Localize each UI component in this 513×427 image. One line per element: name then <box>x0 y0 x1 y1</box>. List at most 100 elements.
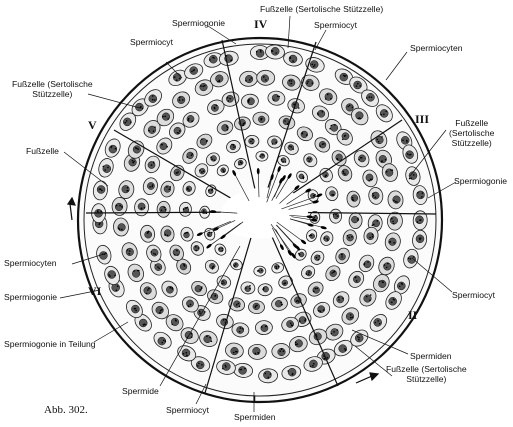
chromatin-dot <box>100 210 102 213</box>
chromatin-dot <box>117 285 119 288</box>
sperm-head <box>295 245 301 251</box>
chromatin-dot <box>160 209 163 211</box>
chromatin-dot <box>347 105 350 108</box>
chromatin-dot <box>326 357 329 359</box>
chromatin-dot <box>355 280 358 282</box>
chromatin-dot <box>316 287 319 290</box>
chromatin-dot <box>110 145 113 148</box>
chromatin-dot <box>101 189 103 192</box>
chromatin-dot <box>226 126 229 129</box>
chromatin-dot <box>315 256 318 259</box>
chromatin-dot <box>391 217 393 220</box>
chromatin-dot <box>254 306 256 309</box>
chromatin-dot <box>152 161 155 163</box>
chromatin-dot <box>406 153 409 155</box>
chromatin-dot <box>225 366 227 368</box>
chromatin-dot <box>250 140 252 143</box>
chromatin-dot <box>369 236 371 239</box>
chromatin-dot <box>344 173 346 175</box>
chromatin-dot <box>290 146 293 148</box>
chromatin-dot <box>316 112 319 114</box>
chromatin-dot <box>175 79 178 81</box>
chromatin-dot <box>354 276 357 278</box>
chromatin-dot <box>263 76 265 78</box>
chromatin-dot <box>264 372 267 375</box>
chromatin-dot <box>291 373 294 376</box>
figure-caption: Abb. 302. <box>44 404 88 416</box>
cell-nucleus <box>245 75 254 84</box>
chromatin-dot <box>278 95 281 98</box>
chromatin-dot <box>280 348 283 351</box>
chromatin-dot <box>233 265 236 267</box>
section-numeral-left-lower: VI <box>88 284 102 298</box>
chromatin-dot <box>115 204 118 207</box>
chromatin-dot <box>115 289 118 292</box>
cell-nucleus <box>378 155 387 164</box>
chromatin-dot <box>377 320 379 322</box>
chromatin-dot <box>368 96 371 98</box>
cell-nucleus <box>229 143 237 151</box>
chromatin-dot <box>416 221 419 223</box>
chromatin-dot <box>146 289 149 291</box>
chromatin-dot <box>173 253 176 256</box>
chromatin-dot <box>351 236 353 238</box>
chromatin-dot <box>127 190 129 192</box>
chromatin-dot <box>261 118 263 120</box>
chromatin-dot <box>378 322 381 325</box>
chromatin-dot <box>342 297 344 300</box>
chromatin-dot <box>135 309 137 312</box>
chromatin-dot <box>244 367 246 370</box>
cell-nucleus <box>238 366 247 375</box>
cell-nucleus <box>177 95 186 104</box>
chromatin-dot <box>184 232 186 235</box>
chromatin-dot <box>222 169 224 171</box>
cell-nucleus <box>294 339 303 348</box>
chromatin-dot <box>330 97 332 100</box>
chromatin-dot <box>365 97 368 99</box>
chromatin-dot <box>381 136 383 138</box>
chromatin-dot <box>323 237 326 239</box>
chromatin-dot <box>134 147 137 149</box>
sperm-head <box>279 177 284 184</box>
chromatin-dot <box>330 124 333 127</box>
chromatin-dot <box>208 231 211 234</box>
chromatin-dot <box>262 288 265 291</box>
chromatin-dot <box>200 287 203 290</box>
chromatin-dot <box>263 287 265 289</box>
chromatin-dot <box>323 358 326 360</box>
sperm-tail <box>213 211 238 214</box>
chromatin-dot <box>290 324 293 327</box>
cell-nucleus <box>150 248 159 257</box>
chromatin-dot <box>331 194 333 196</box>
sperm-tail <box>215 220 236 230</box>
chromatin-dot <box>218 79 221 82</box>
chromatin-dot <box>223 170 225 173</box>
chromatin-dot <box>346 234 349 237</box>
chromatin-dot <box>178 99 181 101</box>
chromatin-dot <box>413 256 415 258</box>
label-spermiocyt-right: Spermiocyt <box>452 290 495 300</box>
chromatin-dot <box>121 206 123 208</box>
chromatin-dot <box>341 256 343 258</box>
cell-nucleus <box>287 367 297 377</box>
cell-nucleus <box>366 93 375 102</box>
chromatin-dot <box>393 242 395 244</box>
chromatin-dot <box>152 130 155 132</box>
cell-nucleus <box>155 306 164 315</box>
cell-nucleus <box>203 334 212 344</box>
cell-nucleus <box>170 317 180 326</box>
chromatin-dot <box>298 107 300 109</box>
chromatin-dot <box>330 332 333 335</box>
sperm-tail <box>257 171 260 198</box>
chromatin-dot <box>125 120 128 122</box>
cell-nucleus <box>287 78 296 87</box>
chromatin-dot <box>166 145 168 148</box>
chromatin-dot <box>398 285 401 288</box>
chromatin-dot <box>260 51 262 53</box>
chromatin-dot <box>137 148 139 150</box>
chromatin-dot <box>327 239 329 241</box>
chromatin-dot <box>344 75 346 78</box>
sperm-tail <box>289 214 310 218</box>
chromatin-dot <box>126 186 129 189</box>
chromatin-dot <box>308 234 311 237</box>
